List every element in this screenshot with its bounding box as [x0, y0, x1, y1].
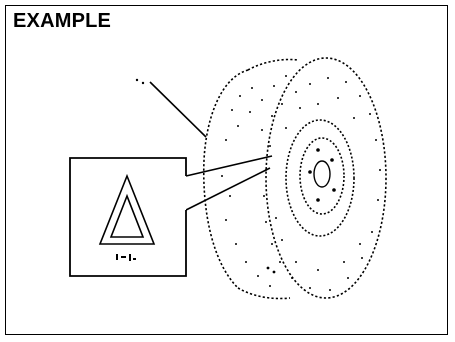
wheel-rim: [285, 119, 355, 237]
leader-line: [135, 78, 207, 138]
warning-triangle-icon: [98, 173, 156, 245]
tread-texture: [221, 75, 381, 291]
tire: [202, 57, 387, 300]
callout-marking: [116, 254, 136, 261]
wheel-hub: [308, 148, 336, 202]
callout-box: [69, 155, 273, 277]
figure-heading: EXAMPLE: [13, 10, 112, 32]
